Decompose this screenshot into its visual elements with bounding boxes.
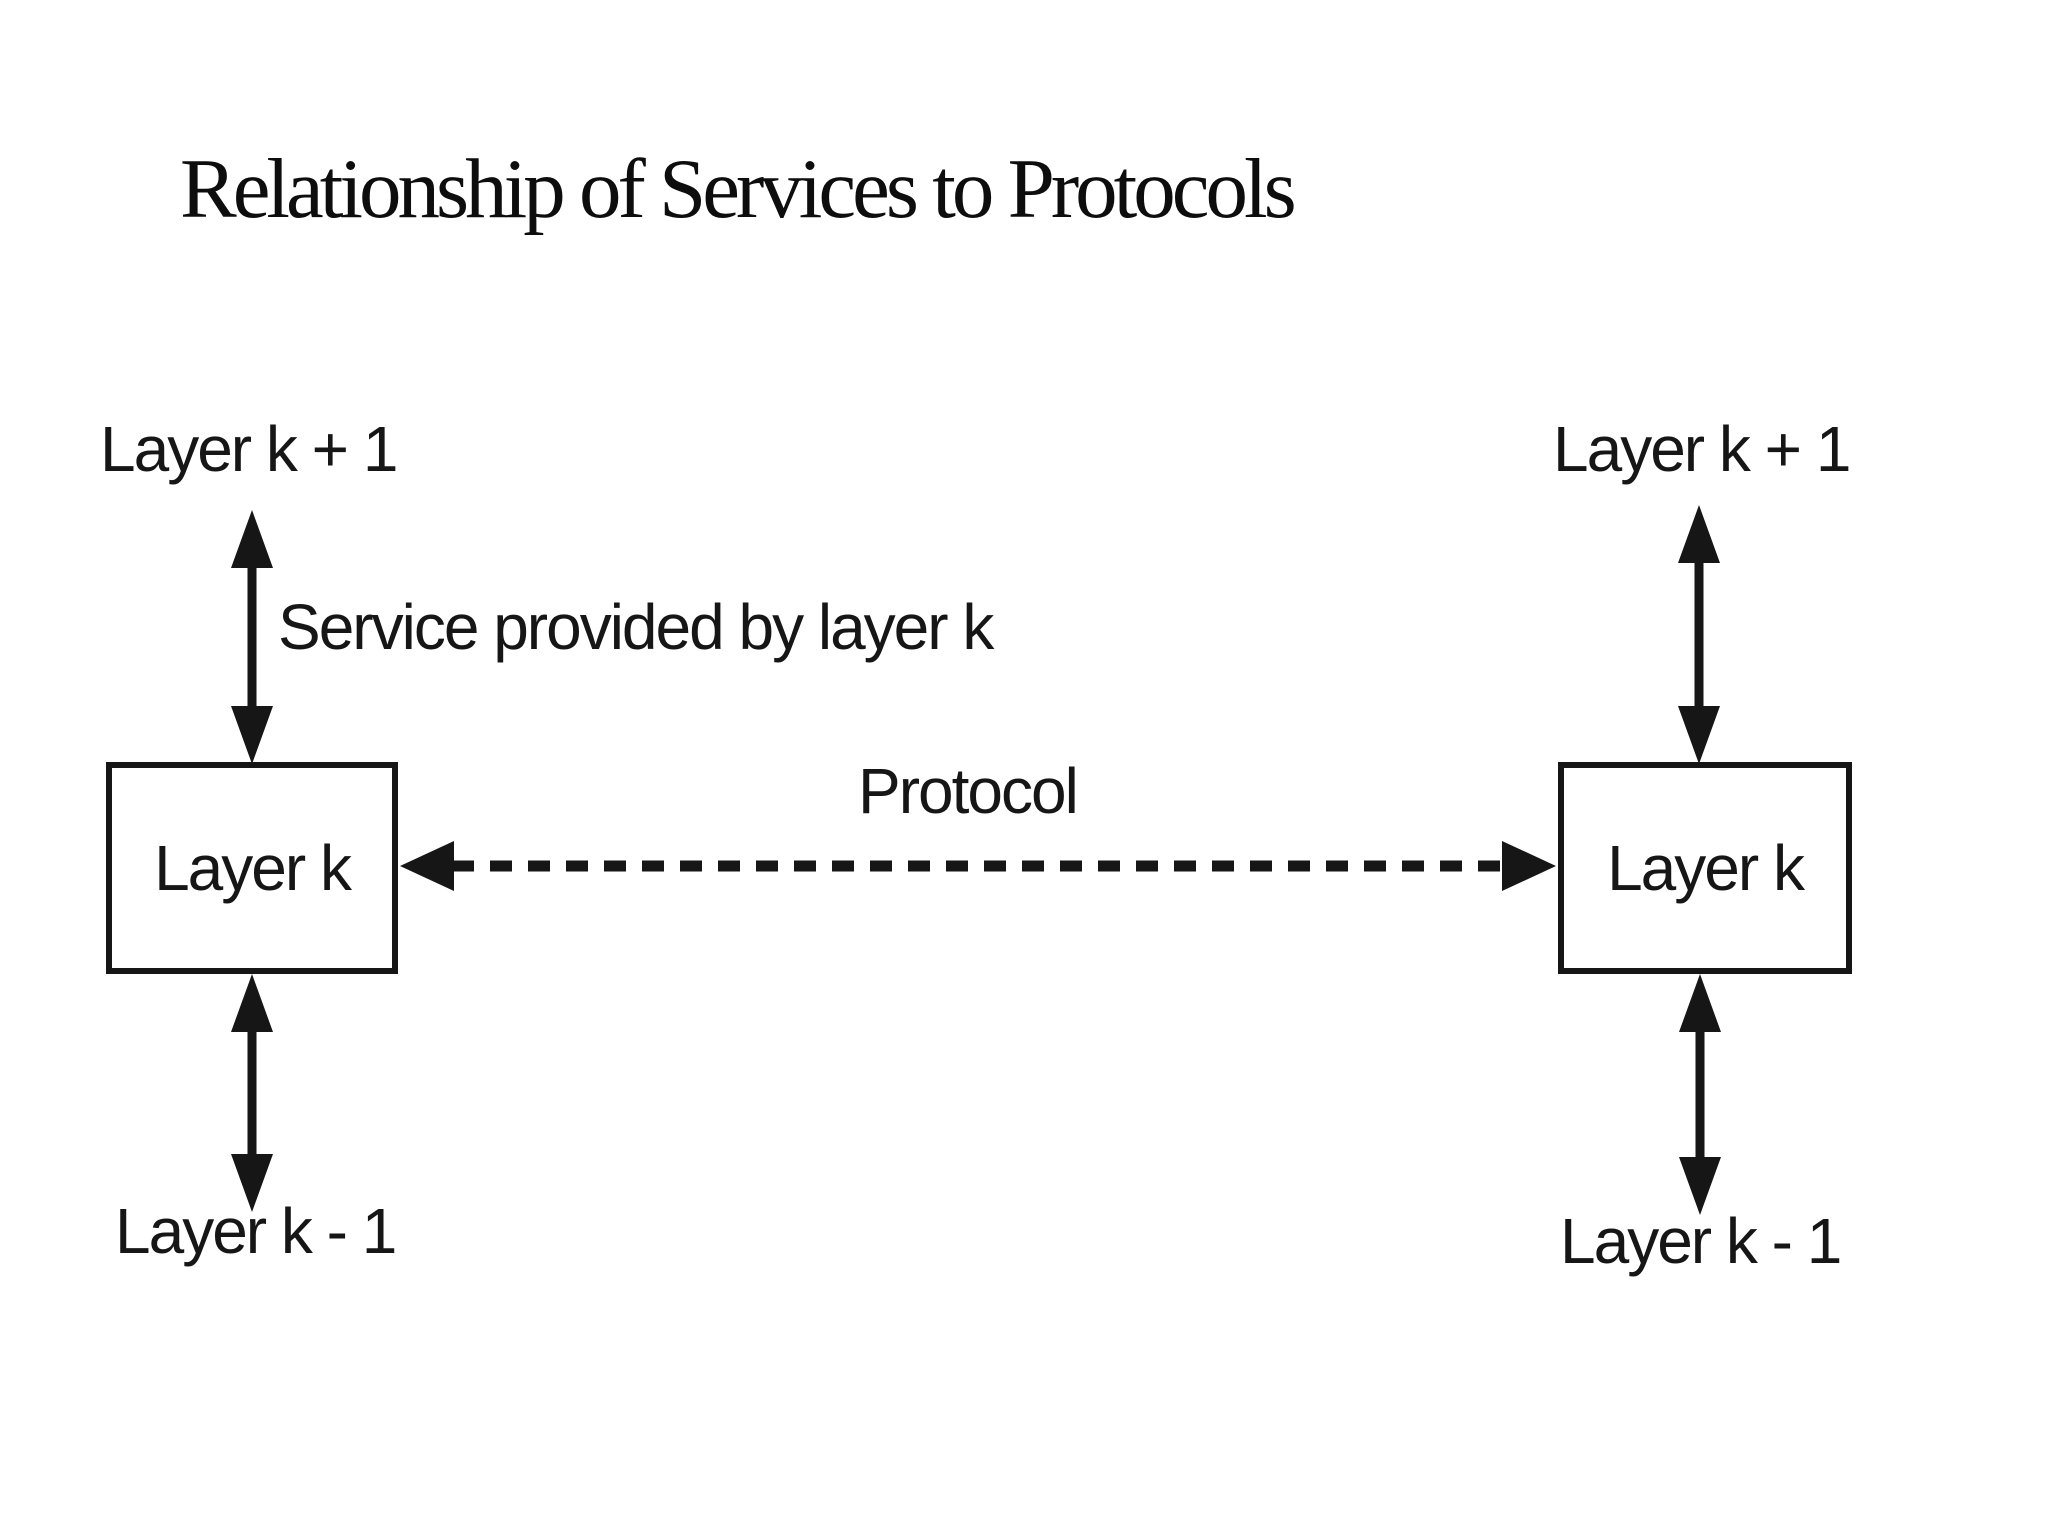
right-layer-k-box: Layer k	[1558, 762, 1852, 974]
slide-title: Relationship of Services to Protocols	[180, 142, 1297, 236]
service-provided-label: Service provided by layer k	[278, 591, 994, 663]
service-arrow-right-upper	[1678, 505, 1720, 764]
right-layer-k-plus-1-label: Layer k + 1	[1553, 413, 1851, 485]
protocol-arrow	[400, 841, 1556, 891]
service-arrow-left-lower	[231, 974, 273, 1212]
left-layer-k-minus-1-label: Layer k - 1	[115, 1195, 397, 1267]
left-layer-k-box-label: Layer k	[154, 831, 352, 904]
protocol-label: Protocol	[858, 755, 1079, 827]
left-layer-k-plus-1-label: Layer k + 1	[100, 413, 398, 485]
service-arrow-left-upper	[231, 510, 273, 764]
service-arrow-right-lower	[1679, 974, 1721, 1215]
right-layer-k-box-label: Layer k	[1607, 831, 1805, 904]
left-layer-k-box: Layer k	[106, 762, 398, 974]
right-layer-k-minus-1-label: Layer k - 1	[1560, 1205, 1842, 1277]
